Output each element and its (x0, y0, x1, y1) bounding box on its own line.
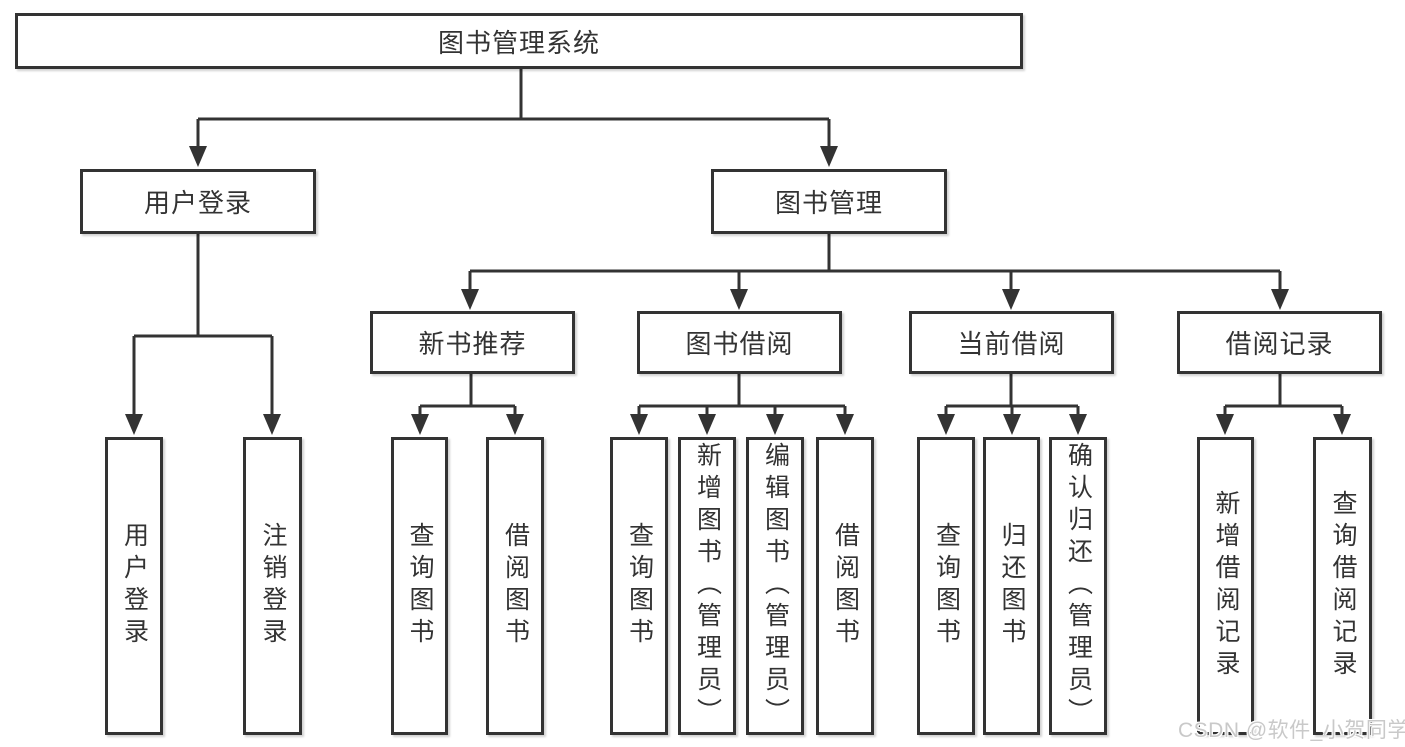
leaf-query-books-recommend-label: 查询图书 (406, 522, 434, 650)
leaf-query-borrow-record-label: 查询借阅记录 (1329, 490, 1357, 682)
connector-level3-rail (468, 234, 1282, 291)
connector-group-book-borrow (637, 374, 847, 416)
leaf-query-books-borrow: 查询图书 (610, 437, 668, 735)
node-borrow-records: 借阅记录 (1177, 311, 1382, 374)
node-book-borrow: 图书借阅 (637, 311, 842, 374)
node-new-book-recommend: 新书推荐 (370, 311, 575, 374)
leaf-borrow-books-label: 借阅图书 (831, 522, 860, 650)
leaf-query-borrow-record: 查询借阅记录 (1313, 437, 1372, 735)
leaf-query-books-borrow-label: 查询图书 (625, 522, 654, 650)
leaf-query-books-current-label: 查询图书 (932, 522, 961, 650)
leaf-user-login: 用户登录 (105, 437, 163, 735)
node-borrow-records-label: 借阅记录 (1225, 329, 1334, 359)
node-current-borrow: 当前借阅 (909, 311, 1114, 374)
leaf-add-books-admin-label: 新增图书（管理员） (693, 442, 722, 730)
leaf-add-borrow-record-label: 新增借阅记录 (1212, 490, 1240, 682)
leaf-query-books-current: 查询图书 (917, 437, 975, 735)
connector-group-borrow-records (1223, 374, 1344, 416)
node-book-management: 图书管理 (711, 169, 947, 234)
arrowheads (125, 146, 1351, 435)
node-root-label: 图书管理系统 (437, 27, 600, 58)
leaf-user-login-label: 用户登录 (120, 522, 149, 650)
node-current-borrow-label: 当前借阅 (957, 329, 1066, 359)
leaf-return-books-label: 归还图书 (998, 522, 1026, 650)
connector-group-user-login (132, 234, 274, 416)
leaf-query-books-recommend: 查询图书 (391, 437, 448, 735)
leaf-confirm-return-admin: 确认归还（管理员） (1049, 437, 1107, 735)
leaf-logout: 注销登录 (243, 437, 302, 735)
node-book-borrow-label: 图书借阅 (685, 329, 794, 359)
leaf-confirm-return-admin-label: 确认归还（管理员） (1064, 442, 1093, 730)
leaf-add-borrow-record: 新增借阅记录 (1197, 437, 1254, 735)
node-new-book-recommend-label: 新书推荐 (418, 329, 527, 359)
leaf-borrow-books: 借阅图书 (816, 437, 874, 735)
leaf-borrow-books-recommend-label: 借阅图书 (501, 522, 530, 650)
leaf-edit-books-admin-label: 编辑图书（管理员） (761, 442, 790, 730)
leaf-add-books-admin: 新增图书（管理员） (678, 437, 736, 735)
leaf-return-books: 归还图书 (983, 437, 1040, 735)
leaf-edit-books-admin: 编辑图书（管理员） (746, 437, 804, 735)
connector-root-drop (196, 69, 831, 148)
node-user-login-label: 用户登录 (143, 188, 252, 218)
node-root-system: 图书管理系统 (15, 13, 1023, 69)
connector-group-new-book (418, 374, 517, 416)
csdn-watermark: CSDN @软件_小贺同学 (1178, 719, 1405, 742)
node-user-login: 用户登录 (80, 169, 316, 234)
leaf-borrow-books-recommend: 借阅图书 (486, 437, 544, 735)
connector-group-current-borrow (944, 374, 1080, 416)
node-book-management-label: 图书管理 (774, 188, 883, 218)
leaf-logout-label: 注销登录 (259, 522, 287, 650)
